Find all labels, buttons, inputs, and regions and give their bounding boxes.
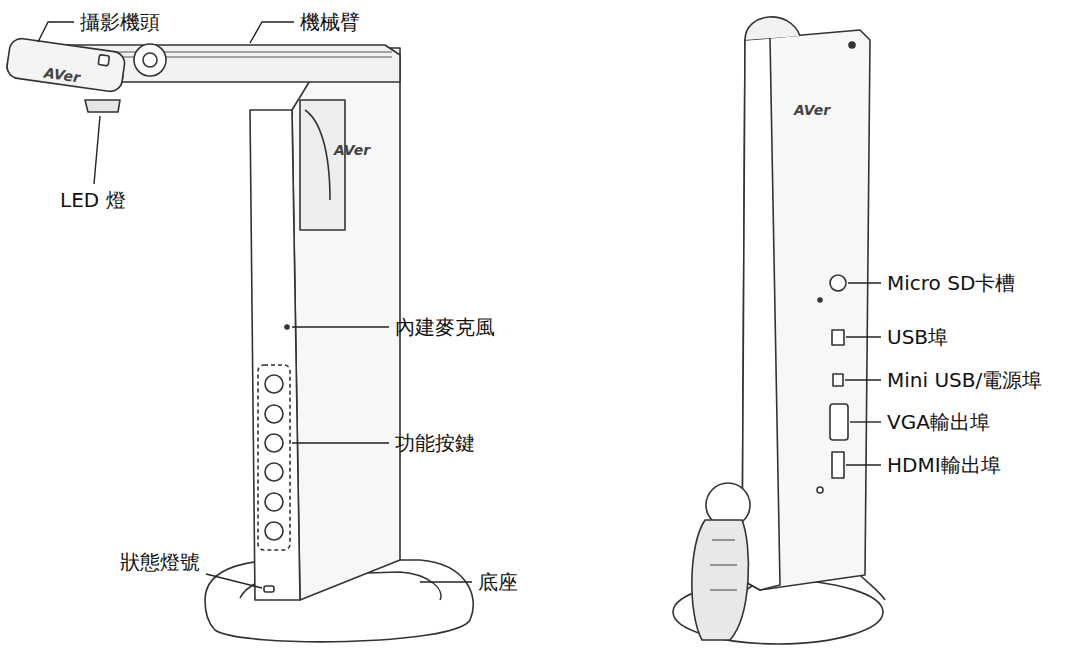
arm-top bbox=[745, 17, 800, 40]
leader-line bbox=[250, 22, 294, 43]
callout-label: Micro SD卡槽 bbox=[887, 271, 1015, 295]
callout-label: VGA輸出埠 bbox=[887, 410, 990, 434]
leader-line bbox=[850, 421, 881, 422]
port-icon bbox=[817, 487, 823, 493]
callout-label: 功能按鍵 bbox=[395, 431, 475, 455]
led-lamp bbox=[85, 100, 120, 112]
leader-line bbox=[846, 464, 881, 465]
leader-line bbox=[292, 442, 389, 443]
screw bbox=[849, 42, 855, 48]
function-button bbox=[265, 375, 283, 393]
callout-label: 內建麥克風 bbox=[395, 315, 495, 339]
leader-line bbox=[292, 326, 389, 327]
status-light bbox=[264, 586, 274, 592]
column-side bbox=[292, 48, 400, 600]
function-button bbox=[265, 405, 283, 423]
camera-grip bbox=[710, 540, 737, 590]
column bbox=[742, 30, 870, 590]
column-front bbox=[250, 110, 300, 600]
sd-slot bbox=[830, 275, 846, 291]
cable bbox=[305, 110, 330, 200]
camera-head bbox=[6, 37, 126, 93]
leader-line bbox=[848, 282, 881, 283]
callout-label: USB埠 bbox=[887, 325, 948, 349]
callout-label: Mini USB/電源埠 bbox=[887, 368, 1042, 392]
callout-label: HDMI輸出埠 bbox=[887, 453, 1001, 477]
callout-label: 狀態燈號 bbox=[120, 550, 200, 574]
vga-port bbox=[830, 404, 848, 440]
arm-hinge bbox=[134, 44, 166, 76]
function-button bbox=[265, 522, 283, 540]
hdmi-port bbox=[832, 452, 844, 478]
microphone-hole bbox=[285, 325, 289, 329]
function-button bbox=[265, 434, 283, 452]
leader-line bbox=[420, 581, 472, 582]
function-button bbox=[265, 463, 283, 481]
arm-hinge bbox=[143, 53, 157, 67]
leader-line bbox=[38, 22, 74, 42]
column-window bbox=[300, 100, 345, 230]
port-icon bbox=[818, 298, 822, 302]
callout-label: 底座 bbox=[478, 570, 518, 594]
logo: AVer bbox=[794, 102, 830, 119]
mini-usb-port bbox=[833, 374, 843, 386]
leader-line bbox=[94, 116, 100, 184]
camera-button bbox=[98, 55, 109, 66]
callout-label: LED 燈 bbox=[60, 188, 126, 212]
leader-line bbox=[206, 574, 262, 588]
usb-port bbox=[832, 330, 844, 345]
leader-line bbox=[845, 379, 881, 380]
button-panel bbox=[258, 365, 290, 550]
callout-label: 機械臂 bbox=[300, 10, 360, 34]
callout-label: 攝影機頭 bbox=[80, 10, 160, 34]
folded-camera bbox=[692, 520, 749, 640]
logo: AVer bbox=[334, 142, 370, 159]
leader-line bbox=[846, 336, 881, 337]
function-button bbox=[265, 493, 283, 511]
